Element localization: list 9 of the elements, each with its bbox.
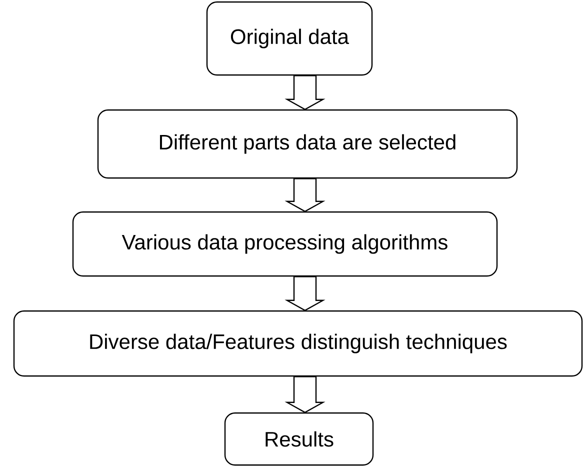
process-box: Diverse data/Features distinguish techniques — [13, 310, 583, 377]
block-arrow — [284, 178, 326, 212]
block-arrow — [284, 75, 326, 110]
block-arrow — [284, 376, 326, 414]
process-box: Original data — [206, 1, 373, 76]
process-box: Results — [224, 412, 374, 466]
process-box: Different parts data are selected — [97, 109, 518, 179]
process-box: Various data processing algorithms — [72, 211, 498, 277]
block-arrow — [284, 276, 326, 312]
